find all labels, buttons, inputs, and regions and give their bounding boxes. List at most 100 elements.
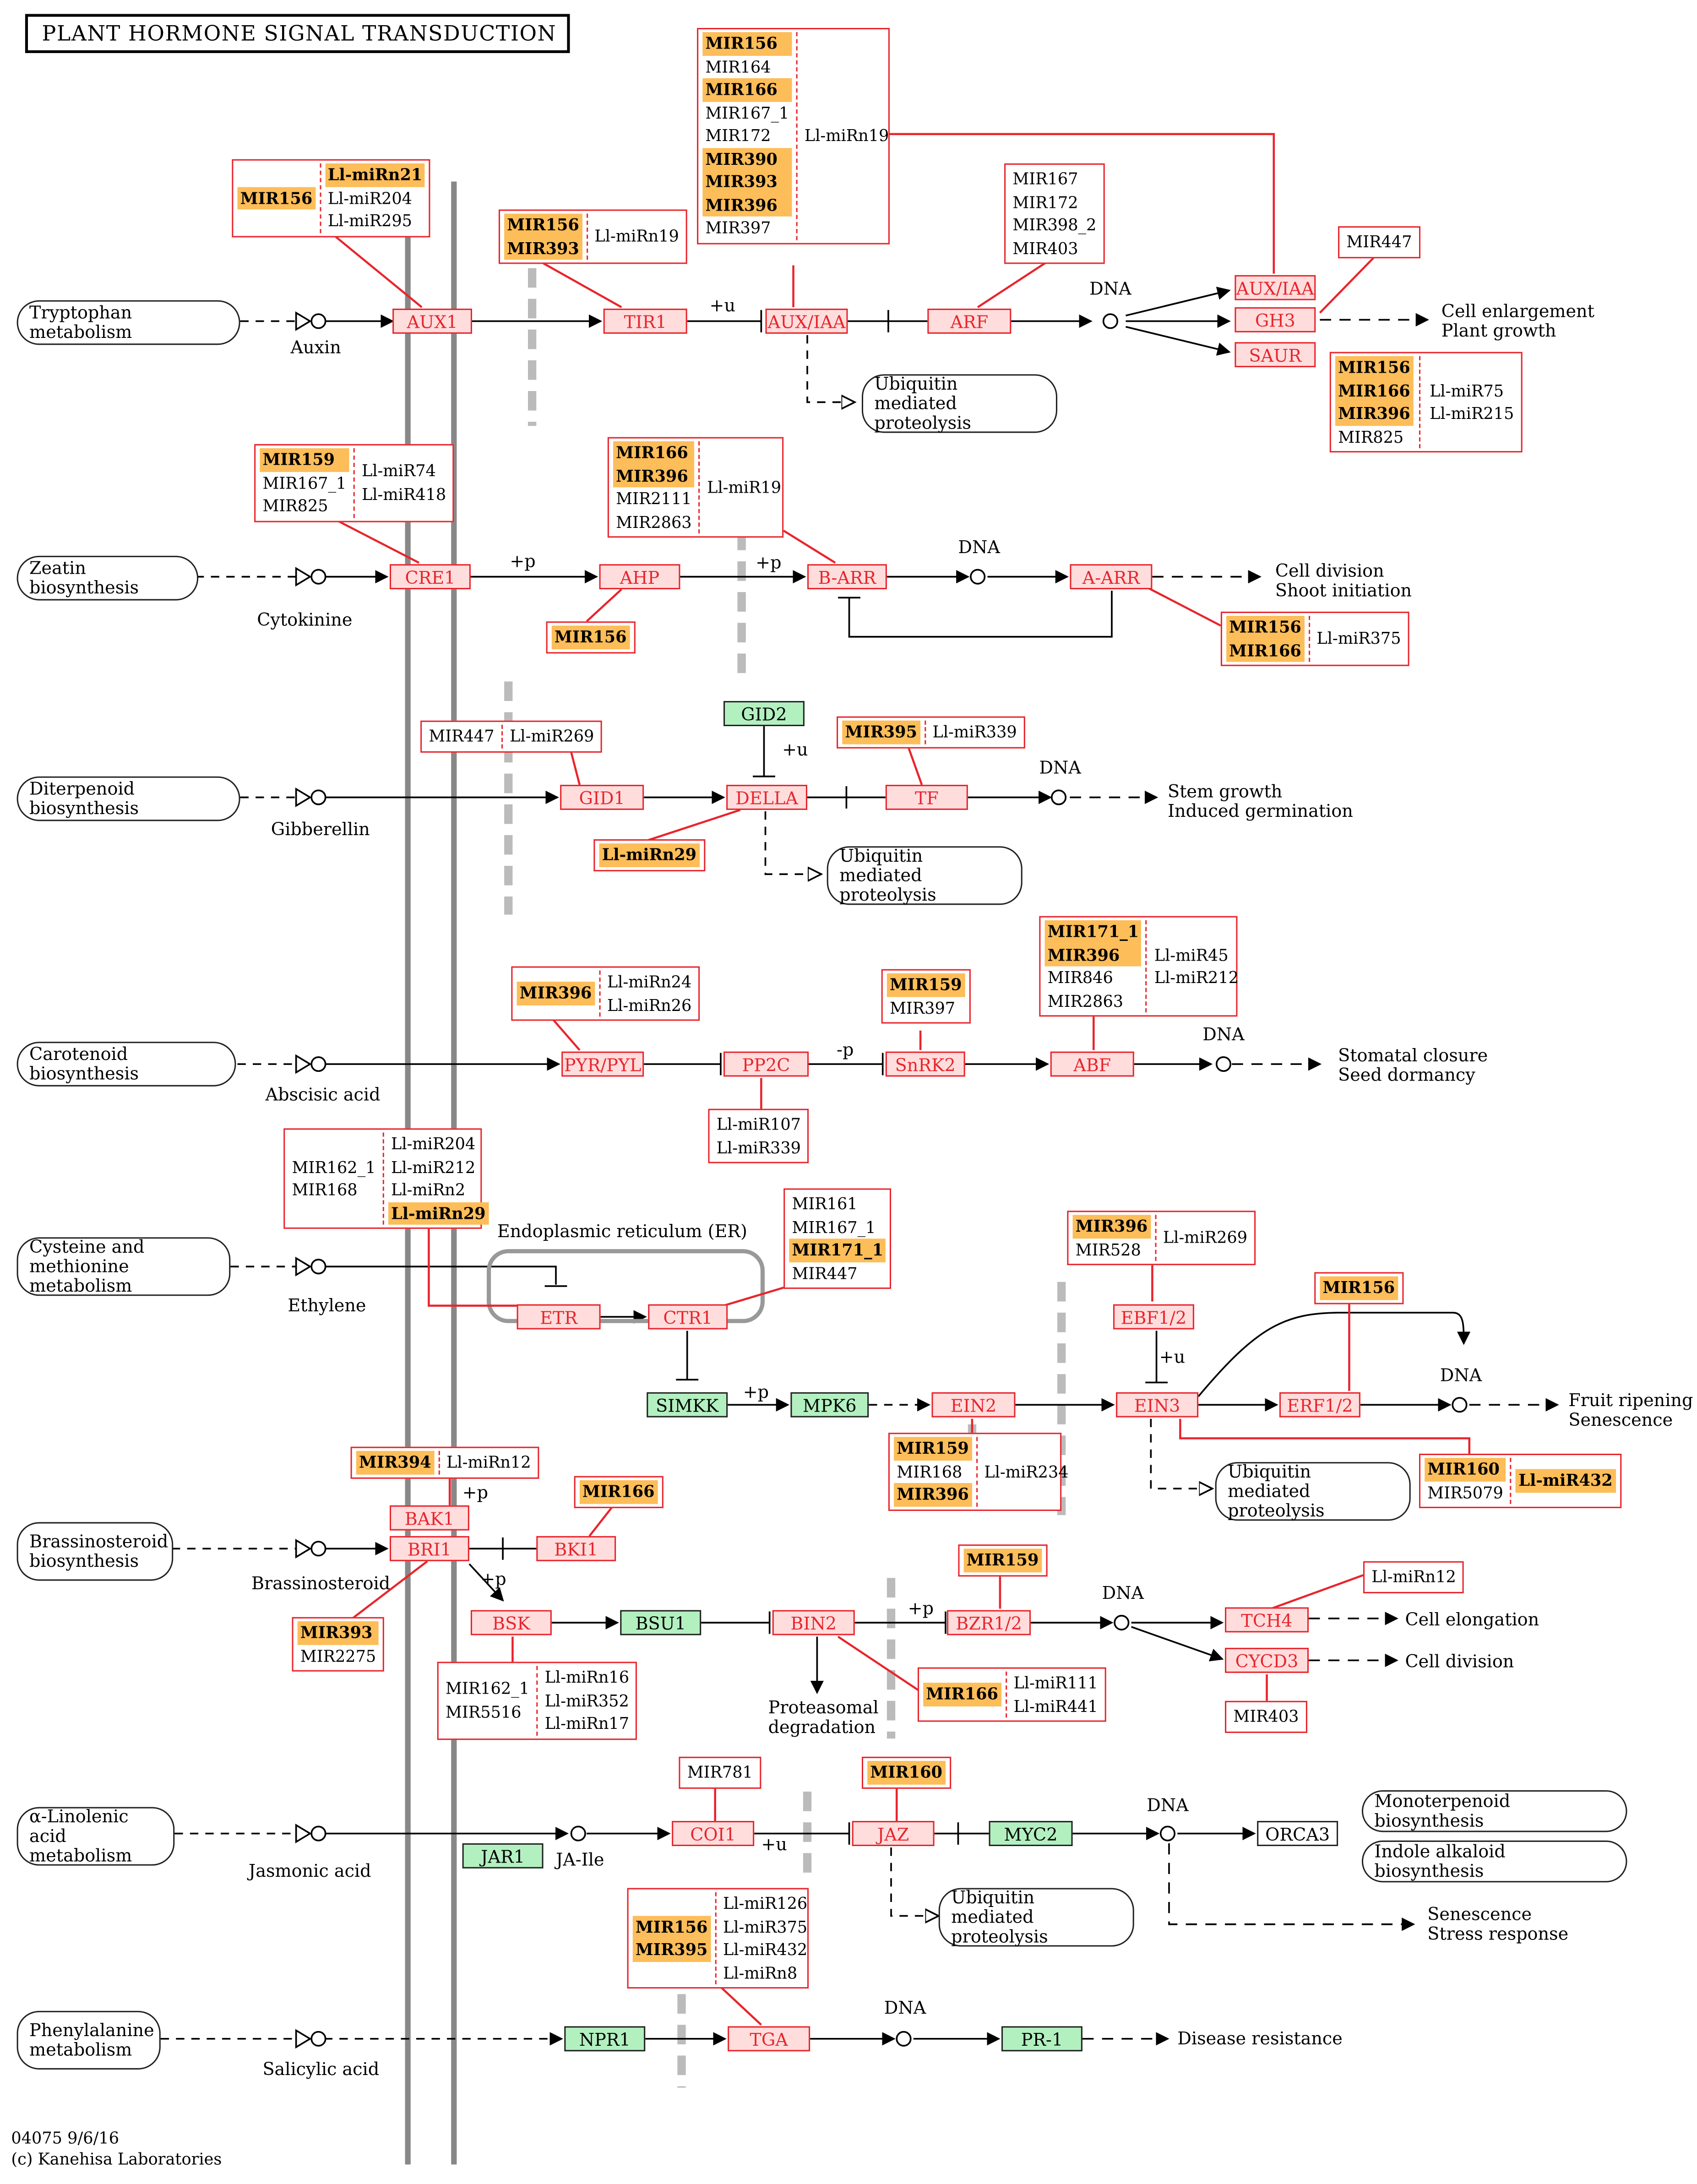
gene-cycd3[interactable]: CYCD3 <box>1225 1647 1309 1673</box>
mirna-entry[interactable]: Ll-miR375 <box>723 1916 808 1936</box>
gene-abf[interactable]: ABF <box>1050 1051 1134 1077</box>
gene-snrk2[interactable]: SnRK2 <box>885 1051 965 1077</box>
mirna-entry[interactable]: MIR167 <box>1012 169 1078 189</box>
mirna-entry[interactable]: Ll-miRn2 <box>391 1180 466 1200</box>
gene-tf[interactable]: TF <box>885 785 968 810</box>
mirna-entry[interactable]: Ll-miRn8 <box>723 1962 798 1983</box>
mirna-entry[interactable]: MIR396 <box>613 464 695 488</box>
mirna-entry[interactable]: MIR156 <box>551 625 630 649</box>
mirna-entry[interactable]: MIR166 <box>702 78 792 102</box>
mirna-entry[interactable]: MIR528 <box>1075 1239 1141 1259</box>
gene-della[interactable]: DELLA <box>726 785 808 810</box>
indole-alkaloid-biosynthesis-node[interactable]: Indole alkaloid biosynthesis <box>1361 1840 1627 1883</box>
mirna-entry[interactable]: MIR167_1 <box>705 103 789 122</box>
gene-npr1[interactable]: NPR1 <box>564 2026 646 2052</box>
mirna-entry[interactable]: Ll-miR432 <box>723 1940 808 1960</box>
mirna-entry[interactable]: MIR396 <box>1335 402 1413 425</box>
mirna-entry[interactable]: MIR447 <box>1346 232 1412 251</box>
mirna-entry[interactable]: MIR171_1 <box>789 1239 887 1262</box>
mirna-entry[interactable]: MIR393 <box>297 1621 379 1645</box>
gene-bki1[interactable]: BKI1 <box>536 1536 616 1561</box>
gene-orca3[interactable]: ORCA3 <box>1257 1821 1338 1846</box>
mirna-entry[interactable]: Ll-miR212 <box>1154 967 1239 988</box>
mirna-entry[interactable]: MIR2863 <box>1047 990 1124 1011</box>
mirna-entry[interactable]: Ll-miRn12 <box>446 1452 531 1472</box>
mirna-entry[interactable]: Ll-miRn19 <box>804 125 889 146</box>
mirna-entry[interactable]: MIR781 <box>687 1762 753 1782</box>
mirna-entry[interactable]: MIR156 <box>1320 1276 1398 1299</box>
mirna-entry[interactable]: Ll-miR441 <box>1013 1696 1098 1716</box>
gene-jaz[interactable]: JAZ <box>852 1821 935 1846</box>
gene-myc2[interactable]: MYC2 <box>989 1821 1073 1846</box>
mirna-entry[interactable]: MIR825 <box>1338 426 1404 446</box>
mirna-entry[interactable]: MIR403 <box>1012 238 1078 258</box>
mirna-entry[interactable]: MIR159 <box>894 1437 972 1460</box>
mirna-entry[interactable]: Ll-miRn24 <box>607 972 692 992</box>
gene-ebf1-2[interactable]: EBF1/2 <box>1113 1304 1194 1330</box>
mirna-entry[interactable]: MIR168 <box>897 1461 963 1481</box>
gene-bri1[interactable]: BRI1 <box>390 1536 469 1561</box>
mirna-entry[interactable]: MIR166 <box>579 1480 658 1504</box>
mirna-entry[interactable]: Ll-miRn26 <box>607 995 692 1015</box>
mirna-entry[interactable]: MIR5516 <box>446 1702 522 1722</box>
mirna-entry[interactable]: Ll-miRn29 <box>599 843 700 867</box>
mirna-entry[interactable]: Ll-miR339 <box>716 1137 801 1157</box>
mirna-entry[interactable]: MIR171_1 <box>1044 920 1142 944</box>
gene-a-arr[interactable]: A-ARR <box>1070 564 1153 590</box>
gene-bak1[interactable]: BAK1 <box>390 1505 469 1531</box>
mirna-entry[interactable]: MIR160 <box>867 1760 945 1784</box>
gene-ein2[interactable]: EIN2 <box>931 1392 1016 1418</box>
mirna-entry[interactable]: MIR159 <box>887 973 965 997</box>
mirna-entry[interactable]: MIR164 <box>705 56 771 76</box>
mirna-entry[interactable]: MIR2275 <box>300 1646 376 1666</box>
mirna-entry[interactable]: MIR156 <box>504 213 582 237</box>
mirna-entry[interactable]: MIR393 <box>702 170 792 194</box>
gene-gid2[interactable]: GID2 <box>723 701 805 726</box>
gene-arf[interactable]: ARF <box>927 309 1012 334</box>
mirna-entry[interactable]: MIR168 <box>292 1180 358 1200</box>
mirna-entry[interactable]: MIR166 <box>613 441 695 465</box>
mirna-entry[interactable]: MIR159 <box>963 1548 1042 1572</box>
mirna-entry[interactable]: Ll-miR204 <box>391 1134 476 1154</box>
mirna-entry[interactable]: MIR172 <box>1012 192 1078 212</box>
mirna-entry[interactable]: MIR395 <box>632 1938 711 1961</box>
mirna-entry[interactable]: MIR167_1 <box>262 473 347 493</box>
zeatin-biosynthesis-node[interactable]: Zeatin biosynthesis <box>16 555 199 601</box>
gene-bsk[interactable]: BSK <box>470 1610 552 1635</box>
mirna-entry[interactable]: MIR162_1 <box>292 1157 376 1177</box>
mirna-entry[interactable]: MIR5079 <box>1427 1482 1503 1502</box>
mirna-entry[interactable]: Ll-miR339 <box>932 722 1017 742</box>
mirna-entry[interactable]: Ll-miR269 <box>510 726 594 746</box>
mirna-entry[interactable]: Ll-miR74 <box>362 461 436 481</box>
mirna-entry[interactable]: Ll-miRn16 <box>544 1667 630 1687</box>
mirna-entry[interactable]: MIR397 <box>705 217 771 238</box>
mirna-entry[interactable]: MIR447 <box>792 1263 858 1283</box>
tryptophan-metabolism-node[interactable]: Tryptophan metabolism <box>16 300 240 345</box>
mirna-entry[interactable]: MIR403 <box>1233 1706 1299 1726</box>
mirna-entry[interactable]: Ll-miR418 <box>362 484 446 504</box>
mirna-entry[interactable]: MIR825 <box>262 495 328 516</box>
mirna-entry[interactable]: MIR156 <box>1335 356 1413 380</box>
mirna-entry[interactable]: Ll-miRn19 <box>594 226 679 246</box>
gene-bin2[interactable]: BIN2 <box>772 1610 855 1635</box>
mirna-entry[interactable]: MIR166 <box>1226 639 1304 662</box>
mirna-entry[interactable]: Ll-miR111 <box>1013 1673 1098 1693</box>
mirna-entry[interactable]: MIR156 <box>702 32 792 55</box>
mirna-entry[interactable]: MIR396 <box>1072 1215 1151 1238</box>
gene-tir1[interactable]: TIR1 <box>603 309 687 334</box>
mirna-entry[interactable]: Ll-miR75 <box>1430 380 1504 400</box>
mirna-entry[interactable]: Ll-miR352 <box>544 1690 629 1710</box>
mirna-entry[interactable]: Ll-miR204 <box>327 188 413 207</box>
gene-gid1[interactable]: GID1 <box>560 785 644 810</box>
mirna-entry[interactable]: MIR156 <box>632 1915 711 1939</box>
mirna-entry[interactable]: MIR166 <box>1335 379 1413 402</box>
mirna-entry[interactable]: MIR394 <box>356 1451 434 1474</box>
mirna-entry[interactable]: Ll-miRn17 <box>544 1713 630 1733</box>
mirna-entry[interactable]: Ll-miRn12 <box>1371 1566 1456 1586</box>
mirna-entry[interactable]: MIR395 <box>842 720 920 744</box>
mirna-entry[interactable]: MIR393 <box>504 236 582 260</box>
